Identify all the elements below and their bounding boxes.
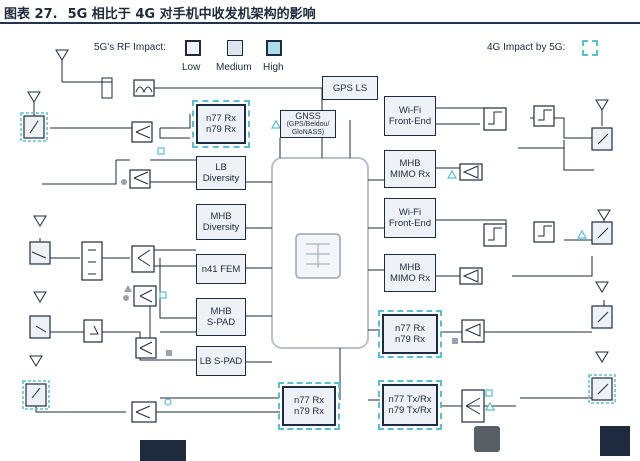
antenna-icon-2 (27, 91, 41, 103)
gnss-block: GNSS (GPS/Beidou/ GloNASS) (280, 110, 336, 138)
switch-icon-1 (131, 121, 153, 143)
gps-ls-block: GPS LS (322, 76, 378, 100)
figure-title: 图表 27. 5G 相比于 4G 对手机中收发机架构的影响 (4, 3, 316, 22)
n41-fem-block: n41 FEM (196, 254, 246, 284)
tuner-icon-6 (591, 221, 613, 245)
antenna-icon-5 (29, 355, 43, 367)
legend-swatch-medium (227, 40, 243, 56)
legend-rf-impact-label: 5G's RF Impact: (94, 42, 166, 53)
switch-icon-2 (129, 169, 151, 189)
antenna-icon-4 (33, 291, 47, 303)
legend-level-low: Low (182, 62, 201, 73)
filter-icon-1 (133, 79, 155, 97)
antenna-icon-8 (595, 281, 609, 293)
antenna-icon-7 (597, 209, 611, 221)
watermark-icon (474, 426, 500, 452)
corner-decoration-right (600, 426, 630, 456)
phone-outline (271, 157, 369, 349)
lna-icon-2 (459, 267, 483, 285)
figure-label: 图表 27. (4, 7, 58, 22)
legend-4g-impact-label: 4G Impact by 5G: (487, 42, 566, 53)
corner-decoration-left (140, 440, 186, 461)
antenna-icon-3 (33, 215, 47, 227)
antenna-icon-6 (595, 99, 609, 111)
legend-swatch-high (266, 40, 282, 56)
tuner-icon-8 (591, 377, 613, 401)
filter-icon-5 (483, 223, 507, 247)
legend-swatch-4g-impact (582, 40, 598, 56)
lna-icon-1 (459, 163, 483, 181)
filter-bank-icon (81, 241, 103, 281)
antenna-icon-1 (55, 49, 69, 61)
legend-level-medium: Medium (216, 62, 252, 73)
tuner-icon-4 (25, 383, 47, 407)
tuner-icon-7 (591, 305, 613, 329)
tuner-icon-2 (29, 241, 51, 265)
figure-caption: 5G 相比于 4G 对手机中收发机架构的影响 (67, 7, 316, 22)
switch-icon-4 (133, 285, 157, 307)
switch-icon-5 (135, 337, 157, 359)
title-divider (0, 22, 640, 24)
legend-swatch-low (185, 40, 201, 56)
switch-icon-3 (131, 245, 155, 273)
antenna-icon-9 (595, 351, 609, 363)
filter-icon-3 (483, 107, 507, 131)
legend-level-high: High (263, 62, 284, 73)
switch-icon-6 (131, 401, 157, 423)
filter-icon-2 (83, 319, 103, 343)
lb-spad-block: LB S-PAD (196, 346, 246, 376)
lna-icon-3 (461, 319, 485, 343)
tuner-icon-3 (29, 315, 51, 339)
tuner-icon-5 (591, 127, 613, 151)
